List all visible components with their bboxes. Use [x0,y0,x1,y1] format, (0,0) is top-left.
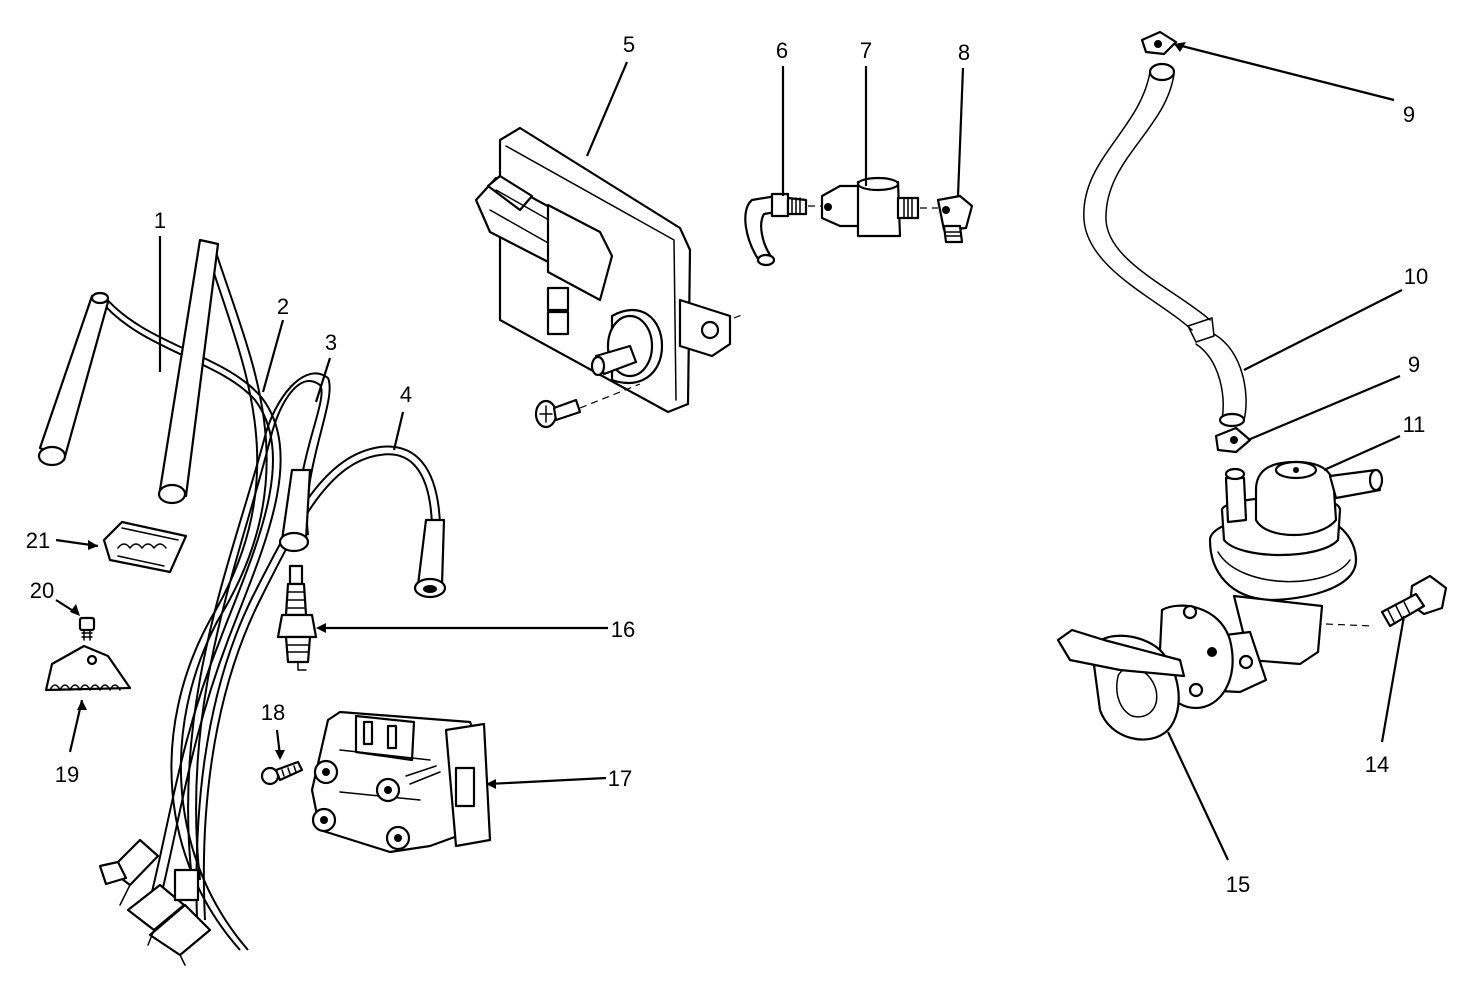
coil-screw [260,760,304,786]
callout-17: 17 [608,766,632,791]
callout-3: 3 [325,330,337,355]
callout-1: 1 [154,208,166,233]
callout-14: 14 [1365,752,1389,777]
callout-2: 2 [277,294,289,319]
lead-4-plug-boot [413,518,447,599]
callout-10: 10 [1404,264,1428,289]
lead-1-plug-boot [37,291,110,467]
callout-15: 15 [1226,872,1250,897]
ignition-lead-3 [195,380,323,881]
callout-5: 5 [623,32,635,57]
callout-4: 4 [400,382,412,407]
fuel-pump [1158,460,1384,710]
elbow-adaptor [936,194,974,244]
callout-16: 16 [611,617,635,642]
vacuum-pipe [744,192,808,267]
leader-lines [55,42,1406,861]
lead-2-plug-boot [157,238,220,505]
callout-11: 11 [1403,412,1426,437]
pump-bolt [1380,574,1448,628]
ignition-lead-2 [170,244,259,951]
ignition-lead-set [37,238,447,966]
leader-arrowheads [70,42,1186,789]
callout-7: 7 [860,38,872,63]
hose-clip-upper [1140,30,1178,56]
pump-lever [1056,628,1186,678]
spark-plug [276,564,318,671]
ignition-coil [310,710,492,854]
callout-8: 8 [958,40,970,65]
callout-18: 18 [261,700,285,725]
callout-19: 19 [55,762,79,787]
callout-labels: 1 2 3 4 5 6 7 8 9 10 9 11 16 17 18 19 20… [26,32,1428,897]
lead-3-plug-boot [278,468,312,553]
callout-9-upper: 9 [1403,102,1415,127]
lead-coil-end-boots [98,838,212,966]
engine-control-module [474,126,745,414]
ecu-screw [534,398,582,429]
pressure-switch [820,176,920,238]
callout-9-lower: 9 [1408,352,1420,377]
callout-20: 20 [30,578,54,603]
callout-21: 21 [26,528,50,553]
coil-lead-clip [44,644,132,692]
lead-separator-clip [102,520,188,574]
callout-6: 6 [776,38,788,63]
clip-screw [78,616,96,641]
fuel-hose [1083,62,1247,428]
hose-clip-lower [1214,426,1252,454]
